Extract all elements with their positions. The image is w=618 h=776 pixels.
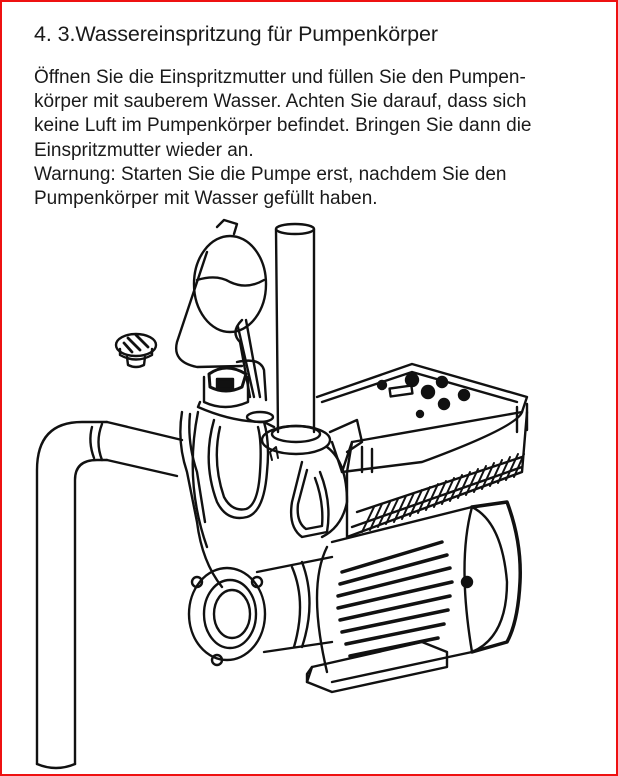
paragraph-line: Einspritzmutter wieder an. — [34, 139, 254, 161]
priming-plug-icon — [114, 332, 158, 369]
suction-pipe-elbow — [35, 420, 184, 770]
pump-illustration — [2, 217, 618, 772]
warning-line: Warnung: Starten Sie die Pumpe erst, nac… — [34, 163, 507, 185]
base-foot — [305, 640, 449, 694]
paragraph-line: körper mit sauberem Wasser. Achten Sie d… — [34, 91, 527, 113]
water-jug-icon — [175, 218, 268, 399]
motor-housing — [315, 500, 522, 684]
vertical-discharge-pipe — [260, 222, 332, 456]
inlet-flange — [187, 555, 334, 667]
instruction-text: Öffnen Sie die Einspritzmutter und fülle… — [34, 66, 594, 211]
warning-line: Pumpenkörper mit Wasser gefüllt haben. — [34, 188, 378, 210]
control-panel — [315, 362, 529, 539]
paragraph-line: Öffnen Sie die Einspritzmutter und fülle… — [34, 67, 526, 88]
paragraph-line: keine Luft im Pumpenkörper befindet. Bri… — [34, 115, 532, 137]
pump-body — [179, 400, 364, 589]
section-title: 4. 3.Wassereinspritzung für Pumpenkörper — [34, 22, 438, 46]
